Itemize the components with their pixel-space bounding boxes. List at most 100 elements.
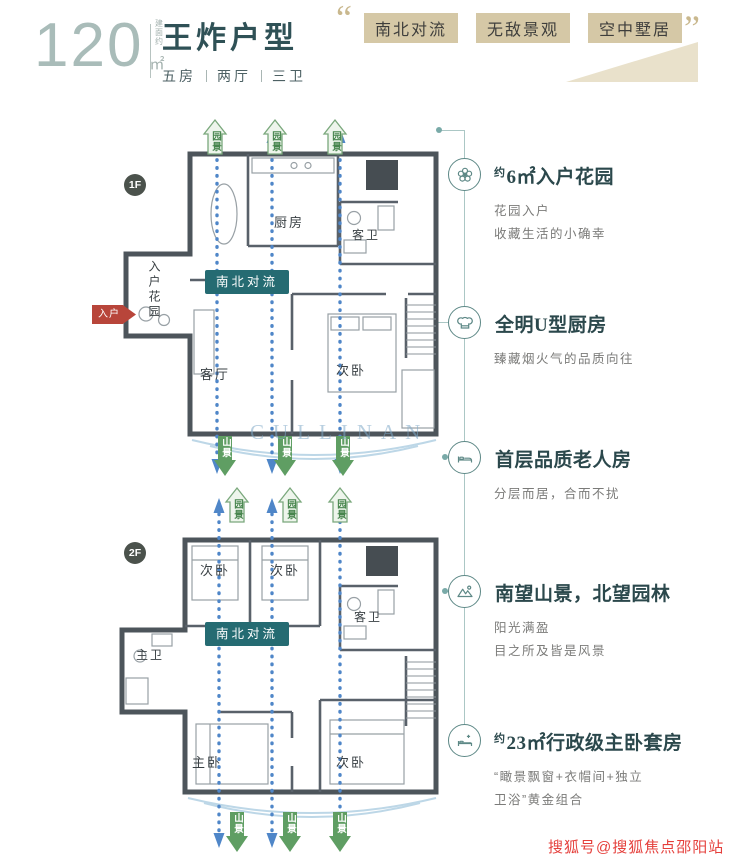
subtitle-halls: 两厅	[217, 68, 251, 84]
quote-close: ”	[684, 8, 700, 48]
area-unit: ㎡	[149, 56, 165, 73]
room-master-bedroom: 主卧	[192, 755, 223, 770]
feature-desc: 分层而居，合而不扰	[494, 487, 621, 501]
garden-view-label: 园景	[232, 499, 243, 520]
elevator-shaft	[366, 160, 398, 190]
approx-prefix: 约	[494, 167, 506, 179]
feature-title-text: 6㎡入户花园	[506, 167, 615, 188]
feature-title: 首层品质老人房	[494, 441, 632, 472]
furniture	[125, 545, 405, 785]
garden-view-label: 园景	[285, 499, 296, 520]
feature-title: 约6㎡入户花园	[494, 158, 614, 189]
feature-body: 约6㎡入户花园 花园入户 收藏生活的小确幸	[494, 158, 614, 246]
tag-sky-villa: 空中墅居	[588, 13, 683, 43]
balcony-arcs	[187, 797, 437, 818]
tag-north-south-flow: 南北对流	[364, 13, 459, 43]
garden-view-label: 园景	[335, 499, 346, 520]
feature-entry-garden: 约6㎡入户花园 花园入户 收藏生活的小确幸	[448, 158, 736, 246]
floor-label-1f: 1F	[124, 174, 146, 196]
floor-label-2f: 2F	[124, 542, 146, 564]
room-kitchen: 厨房	[274, 215, 305, 230]
mountain-view-label: 山景	[280, 437, 291, 458]
connector-dot	[442, 588, 448, 594]
area-note: 建面约	[154, 19, 164, 46]
feature-title: 约23㎡行政级主卧套房	[494, 724, 683, 755]
room-bedroom-1f: 次卧	[336, 363, 367, 378]
feature-desc: “瞰景飘窗+衣帽间+独立 卫浴”黄金组合	[494, 770, 644, 808]
floorplan-1f: 1F 入户 园景 园景 园景 山景 山景 山景 南北对流 入户花园 厨房 客卫 …	[88, 118, 450, 486]
approx-prefix: 约	[494, 733, 506, 745]
room-bedroom-c: 次卧	[336, 755, 367, 770]
airflow-dotted-lines	[217, 512, 342, 834]
airflow-dotted-lines	[215, 142, 342, 460]
garden-view-label: 园景	[330, 131, 341, 152]
subtitle-rooms: 五房	[162, 68, 196, 84]
area-unit-block: 建面约 ㎡	[149, 16, 164, 74]
connector-dot	[442, 454, 448, 460]
garden-view-arrows	[202, 118, 348, 155]
header-divider	[150, 24, 151, 78]
feature-title-text: 南望山景，北望园林	[495, 584, 671, 605]
feature-connector-stub	[440, 130, 465, 131]
feature-kitchen: 全明U型厨房 臻藏烟火气的品质向往	[448, 306, 736, 371]
feature-desc: 臻藏烟火气的品质向往	[494, 352, 635, 366]
chef-hat-icon	[448, 306, 481, 339]
mountain-icon	[448, 575, 481, 608]
room-bedroom-a: 次卧	[200, 563, 231, 578]
feature-master-suite: 约23㎡行政级主卧套房 “瞰景飘窗+衣帽间+独立 卫浴”黄金组合	[448, 724, 736, 812]
feature-body: 全明U型厨房 臻藏烟火气的品质向往	[494, 306, 634, 371]
garden-view-arrows	[224, 486, 353, 523]
area-value: 120	[34, 11, 144, 80]
room-bedroom-b: 次卧	[270, 563, 301, 578]
feature-elder-room: 首层品质老人房 分层而居，合而不扰	[448, 441, 736, 506]
page-title: 王炸户型	[162, 22, 298, 55]
feature-title-text: 首层品质老人房	[495, 450, 632, 471]
area-block: 120 建面约 ㎡	[34, 11, 164, 80]
floorplan-1f-drawing	[123, 118, 439, 476]
outer-walls	[123, 151, 439, 437]
feature-body: 约23㎡行政级主卧套房 “瞰景飘窗+衣帽间+独立 卫浴”黄金组合	[494, 724, 683, 812]
garden-view-label: 园景	[270, 131, 281, 152]
room-entry-garden: 入户花园	[147, 260, 161, 320]
suite-bed-icon	[448, 724, 481, 757]
mountain-view-label: 山景	[285, 813, 296, 834]
room-master-bath: 主卫	[136, 648, 165, 662]
furniture	[138, 157, 435, 429]
outer-walls	[119, 537, 439, 795]
mountain-view-arrows	[226, 812, 351, 852]
room-living: 客厅	[200, 367, 231, 382]
decorative-triangle	[566, 42, 698, 82]
feature-title-text: 全明U型厨房	[495, 315, 607, 336]
room-guest-bath-1f: 客卫	[352, 228, 381, 242]
feature-desc: 花园入户 收藏生活的小确幸	[494, 204, 607, 242]
garden-view-label: 园景	[210, 131, 221, 152]
entry-arrow: 入户	[92, 305, 136, 324]
mountain-view-arrows	[214, 436, 354, 476]
flow-badge-1f: 南北对流	[205, 270, 289, 294]
flow-badge-2f: 南北对流	[205, 622, 289, 646]
page-subtitle: 五房两厅三卫	[162, 66, 306, 86]
subtitle-separator	[261, 70, 262, 82]
sohu-watermark: 搜狐号@搜狐焦点邵阳站	[548, 839, 725, 856]
feature-title: 南望山景，北望园林	[494, 575, 671, 606]
room-guest-bath-2f: 客卫	[354, 610, 383, 624]
mountain-view-label: 山景	[232, 813, 243, 834]
tag-unbeatable-view: 无敌景观	[476, 13, 571, 43]
connector-dot	[436, 127, 442, 133]
floorplan-2f-drawing	[119, 486, 439, 852]
feature-title: 全明U型厨房	[494, 306, 634, 337]
feature-desc: 阳光满盈 目之所及皆是风景	[494, 621, 607, 659]
subtitle-separator	[206, 70, 207, 82]
bed-icon	[448, 441, 481, 474]
center-watermark: CULLINAN	[250, 420, 430, 444]
mountain-view-label: 山景	[338, 437, 349, 458]
elevator-shaft	[366, 546, 398, 576]
mountain-view-label: 山景	[335, 813, 346, 834]
feature-connector-line	[464, 130, 465, 742]
quote-open: “	[336, 0, 352, 38]
feature-title-text: 23㎡行政级主卧套房	[506, 733, 683, 754]
floorplan-2f: 2F 园景 园景 园景 山景 山景 山景 南北对流 次卧 次卧 客卫 主卫 主卧…	[88, 486, 450, 858]
feature-body: 南望山景，北望园林 阳光满盈 目之所及皆是风景	[494, 575, 671, 663]
stairs	[406, 661, 436, 719]
